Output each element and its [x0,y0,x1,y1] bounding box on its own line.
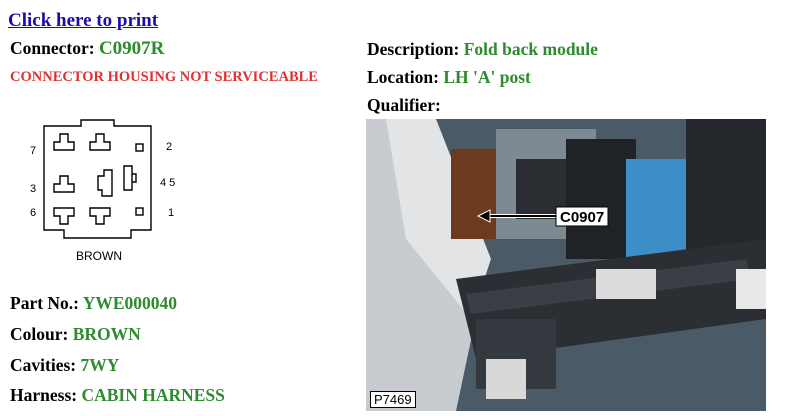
harness-value: CABIN HARNESS [81,385,225,405]
harness-row: Harness: CABIN HARNESS [10,385,225,406]
description-label: Description: [367,39,460,59]
cavities-row: Cavities: 7WY [10,355,119,376]
print-link[interactable]: Click here to print [8,10,159,31]
serviceability-warning: CONNECTOR HOUSING NOT SERVICEABLE [10,69,318,85]
housing-colour-label: BROWN [76,249,122,263]
description-row: Description: Fold back module [367,39,598,60]
connector-label: Connector: [10,38,95,58]
cavity-1 [135,207,144,216]
pin-label-4-5: 4 5 [160,177,175,189]
part-no-value: YWE000040 [82,293,178,313]
cavities-label: Cavities: [10,355,77,375]
connector-row: Connector: C0907R [10,38,164,60]
pin-label-1: 1 [168,207,174,219]
colour-value: BROWN [72,324,141,344]
connector-value: C0907R [98,38,165,59]
location-label: Location: [367,67,439,87]
location-photo: C0907 P7469 [366,119,766,411]
photo-reference: P7469 [370,391,416,408]
pin-label-2: 2 [166,141,172,153]
location-value: LH 'A' post [443,67,531,87]
photo-callout: C0907 [560,209,604,226]
cavity-3b [97,169,113,197]
cavity-3 [53,175,75,193]
cavity-7b [89,133,111,151]
harness-label: Harness: [10,385,78,405]
cavities-value: 7WY [80,355,120,375]
cavity-4 [123,165,137,191]
part-no-row: Part No.: YWE000040 [10,293,177,314]
part-no-label: Part No.: [10,293,80,313]
location-row: Location: LH 'A' post [367,67,531,88]
location-photo-drawing: C0907 [366,119,766,411]
description-value: Fold back module [463,39,598,59]
pin-label-7: 7 [30,145,36,157]
pin-label-6: 6 [30,207,36,219]
qualifier-label: Qualifier: [367,95,441,115]
pin-label-3: 3 [30,183,36,195]
cavity-6b [89,207,111,225]
cavity-2 [135,143,144,152]
cavity-7 [53,133,75,151]
colour-label: Colour: [10,324,69,344]
colour-row: Colour: BROWN [10,324,141,345]
qualifier-row: Qualifier: [367,95,441,116]
connector-pinout-diagram: 7 2 3 4 5 6 1 BROWN [30,119,175,263]
cavity-6 [53,207,75,225]
